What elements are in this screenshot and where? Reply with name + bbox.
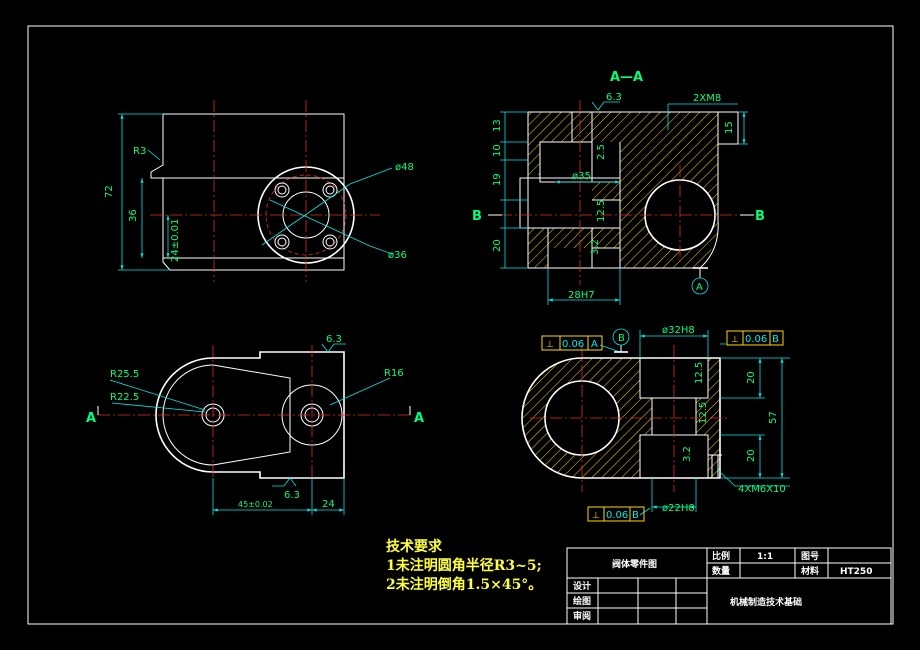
- datum-b: B: [618, 333, 625, 344]
- radius-r16: R16: [384, 368, 404, 379]
- scale-value: 1:1: [757, 552, 773, 562]
- thread-2xm8: 2XM8: [693, 93, 721, 104]
- tol-right-ref: B: [772, 334, 779, 345]
- tol-right-value: 0.06: [745, 334, 767, 345]
- radius-r25-5: R25.5: [110, 369, 139, 380]
- dim-19: 19: [492, 173, 503, 186]
- thread-4xm6x10: 4XM6X10: [738, 484, 786, 495]
- dim-20-lower: 20: [746, 449, 757, 462]
- section-view-aa: A—A B B 13 10 19 20 15 2XM8 ø35 28H7 6.3…: [472, 70, 765, 305]
- section-title-aa: A—A: [610, 70, 643, 85]
- qty-label: 数量: [712, 565, 730, 577]
- tol-bottom-ref: B: [632, 510, 639, 521]
- requirement-1: 1未注明圆角半径R3~5;: [386, 557, 542, 574]
- bore-dia-35: ø35: [572, 171, 591, 182]
- roughness-bottom-view: 6.3: [284, 490, 300, 501]
- bore-dia-32h8: ø32H8: [662, 325, 695, 336]
- drawing-no-label: 图号: [801, 551, 819, 562]
- side-section-view: ⊥ 0.06 A ⊥ 0.06 B ⊥ 0.06 B B ø32H8 ø22H8…: [521, 325, 790, 522]
- technical-requirements: 技术要求 1未注明圆角半径R3~5; 2未注明倒角1.5×45°。: [386, 538, 542, 593]
- material-value: HT250: [840, 567, 872, 577]
- roughness-side-a: 12.5: [694, 362, 705, 384]
- roughness-top-view: 6.3: [326, 334, 342, 345]
- radius-r3: R3: [133, 146, 146, 157]
- section-label-b-right: B: [755, 209, 765, 224]
- width-28h7: 28H7: [568, 290, 595, 301]
- design-label: 设计: [573, 580, 591, 592]
- roughness-3-2: 3.2: [590, 239, 601, 255]
- tol-right-symbol: ⊥: [731, 335, 739, 345]
- tol-bottom-value: 0.06: [606, 510, 628, 521]
- dim-24-tol: 24±0.01: [170, 219, 181, 262]
- tol-left-symbol: ⊥: [546, 340, 554, 350]
- roughness-side-b: 12.5: [698, 402, 709, 424]
- radius-r22-5: R22.5: [110, 392, 139, 403]
- dim-57: 57: [768, 411, 779, 424]
- tol-left-value: 0.06: [562, 339, 584, 350]
- outer-frame: [27, 25, 894, 625]
- front-view: 72 36 24±0.01 R3 ø48 ø36: [104, 100, 414, 282]
- datum-a: A: [696, 282, 703, 293]
- roughness-side-c: 3.2: [682, 446, 693, 462]
- roughness-2-5: 2.5: [596, 144, 607, 160]
- scale-label: 比例: [712, 550, 730, 562]
- tol-left-ref: A: [591, 339, 598, 350]
- top-view: A A R25.5 R22.5 R16 6.3 6.3 45±0.02 24: [86, 334, 424, 515]
- draw-label: 绘图: [573, 595, 591, 607]
- dim-45-tol: 45±0.02: [238, 500, 273, 509]
- title-block: 阀体零件图 比例 1:1 图号 数量 材料 HT250 设计 绘图 审阅 机械制…: [566, 547, 892, 625]
- dim-20-upper: 20: [746, 371, 757, 384]
- dim-15: 15: [724, 121, 735, 134]
- dia-36: ø36: [388, 250, 407, 261]
- section-label-b-left: B: [472, 209, 482, 224]
- section-label-a-left: A: [86, 411, 96, 426]
- material-label: 材料: [800, 565, 819, 577]
- roughness-12-5: 12.5: [596, 200, 607, 222]
- section-label-a-right: A: [414, 411, 424, 426]
- bore-dia-22h8: ø22H8: [662, 503, 695, 514]
- part-name: 阀体零件图: [612, 558, 657, 570]
- review-label: 审阅: [573, 610, 591, 622]
- requirement-2: 2未注明倒角1.5×45°。: [386, 576, 542, 593]
- dim-13: 13: [492, 119, 503, 132]
- organization: 机械制造技术基础: [730, 596, 802, 608]
- requirements-title: 技术要求: [386, 538, 443, 555]
- dim-20: 20: [492, 239, 503, 252]
- roughness-top: 6.3: [606, 92, 622, 103]
- dim-36: 36: [128, 209, 139, 222]
- tol-bottom-symbol: ⊥: [592, 511, 600, 521]
- dim-24: 24: [322, 499, 335, 510]
- dim-10: 10: [492, 144, 503, 157]
- dim-height-72: 72: [104, 185, 115, 198]
- dia-48: ø48: [395, 162, 414, 173]
